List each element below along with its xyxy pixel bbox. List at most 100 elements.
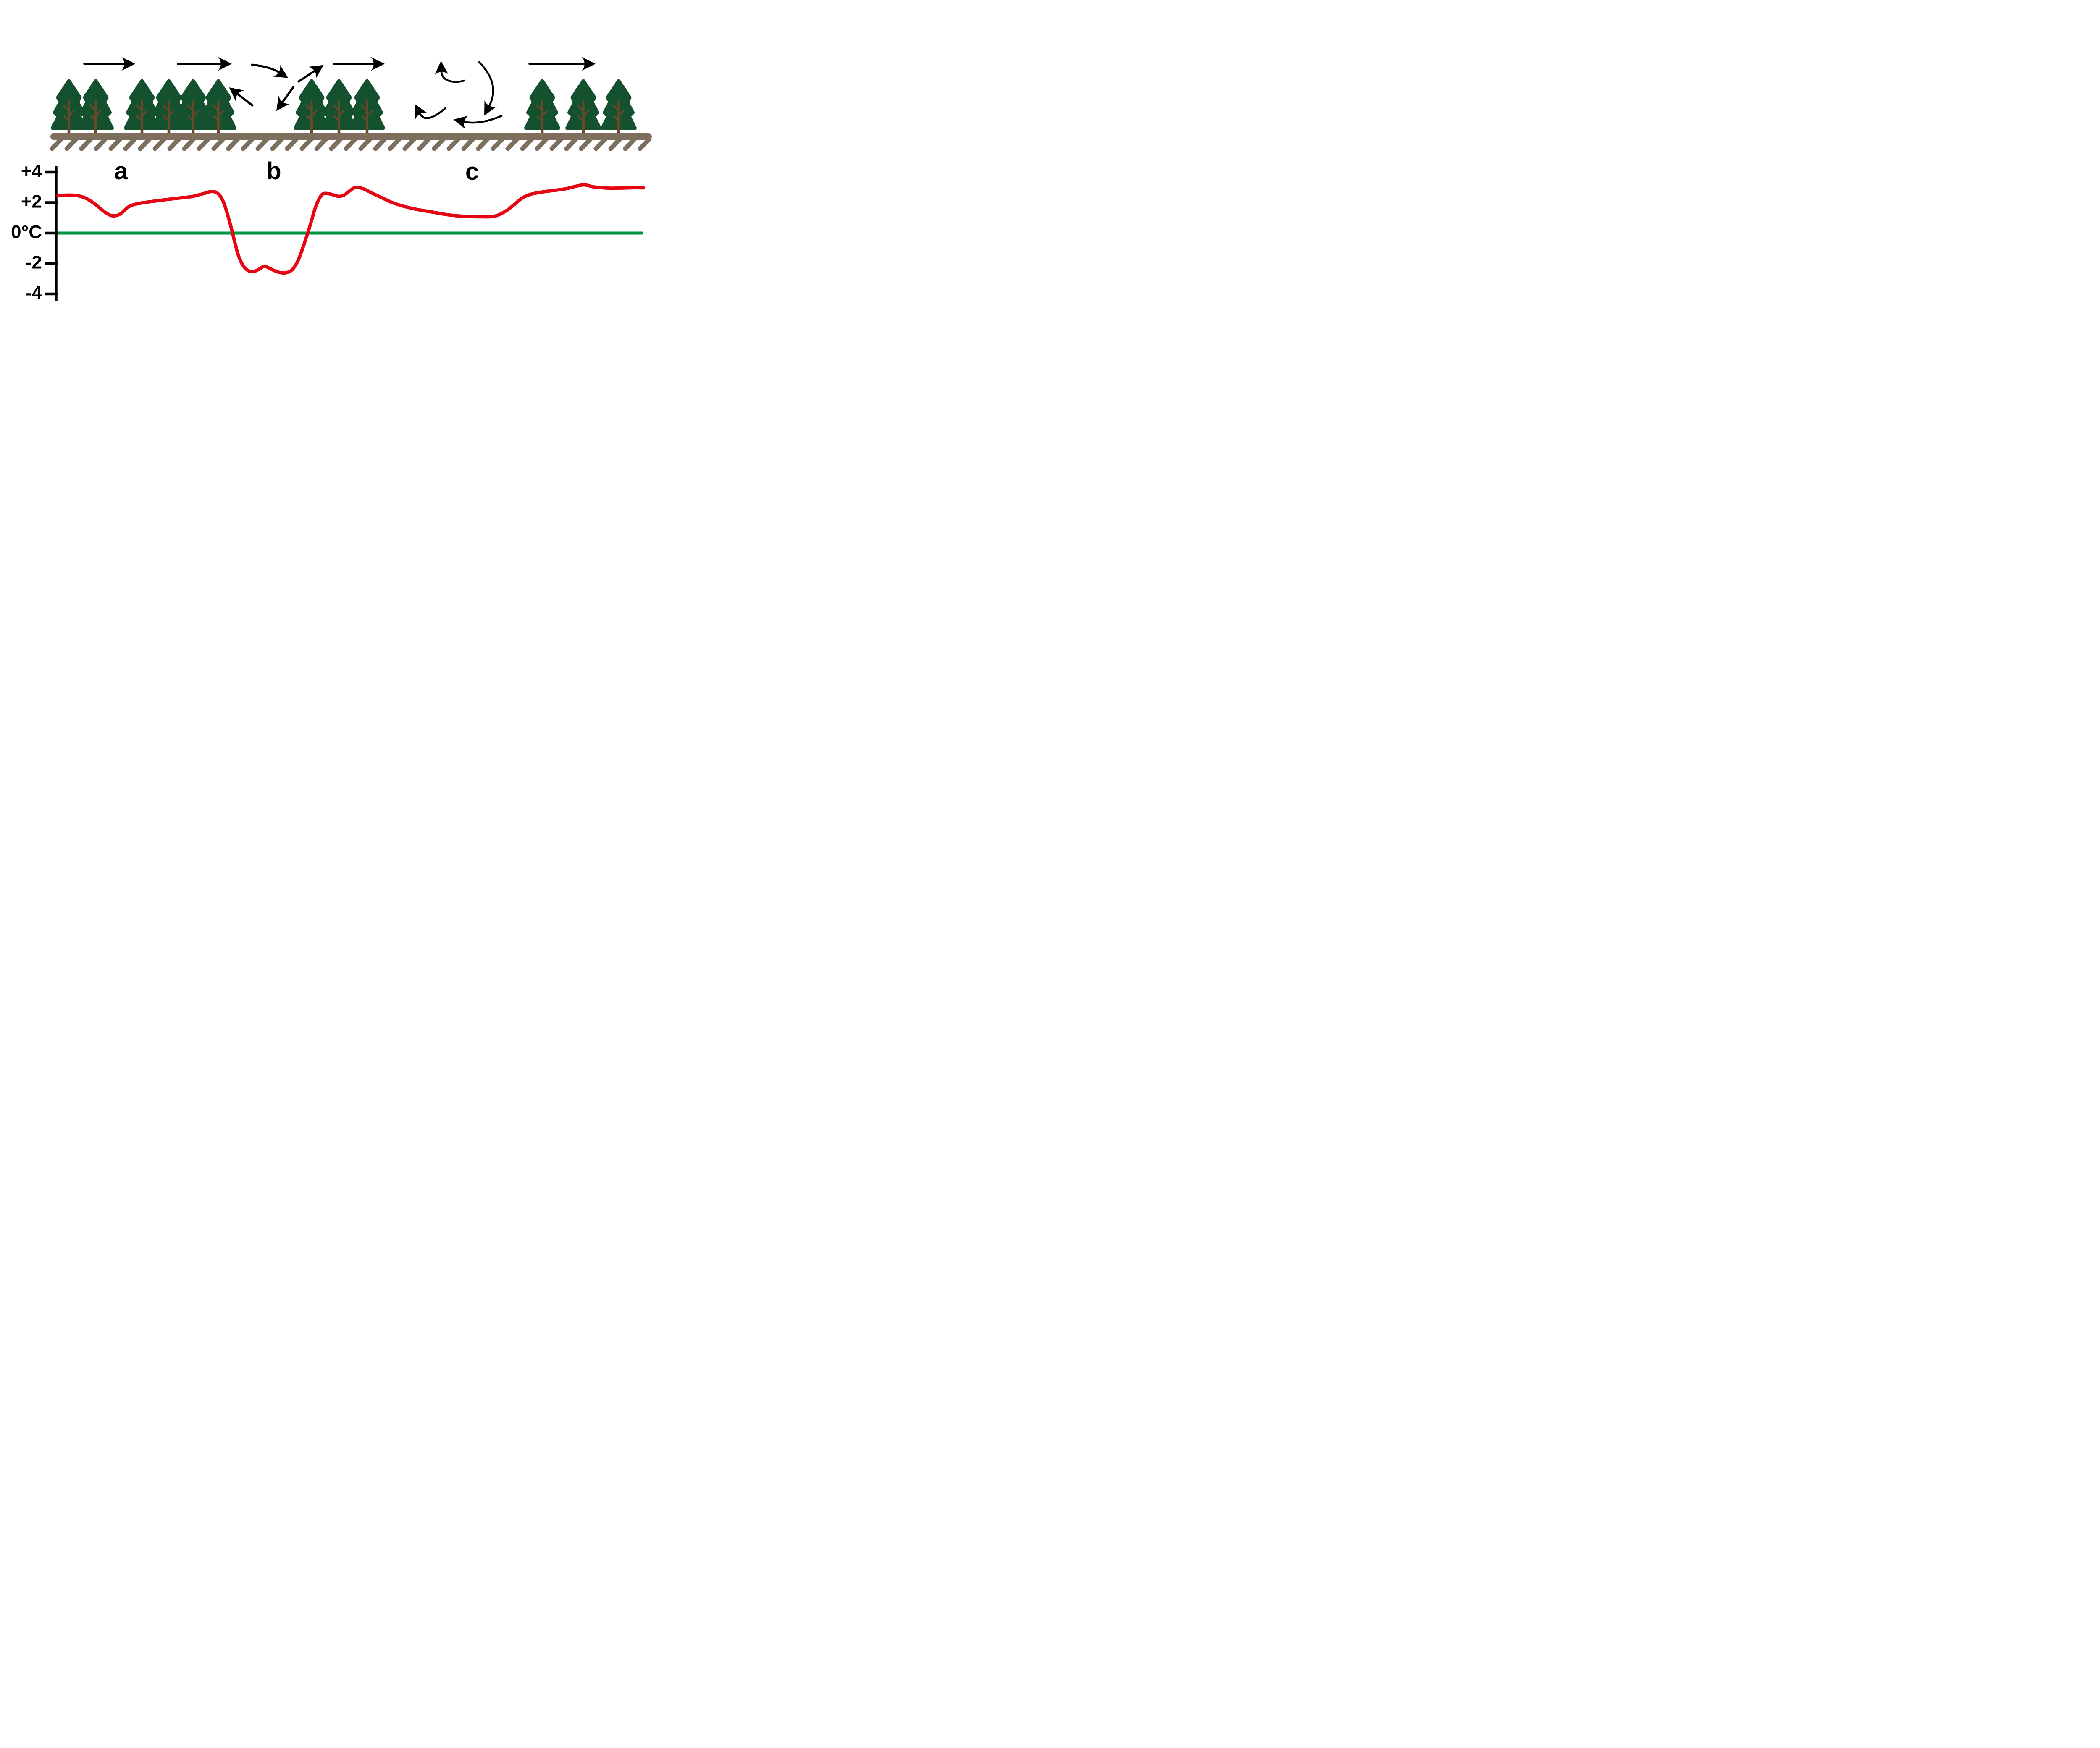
- ground-hatch-stroke: [549, 136, 564, 151]
- tree-branch: [311, 110, 317, 116]
- tree-branch: [63, 115, 69, 121]
- tree-branch: [163, 105, 169, 111]
- conifer-tree-icon: [51, 79, 87, 135]
- tree-branch: [577, 105, 584, 111]
- conifer-tree-icon: [294, 79, 330, 135]
- region-label-c: c: [465, 158, 479, 185]
- tree-branch: [142, 110, 147, 116]
- tree-trunk: [337, 100, 341, 135]
- ground-hatch-stroke: [593, 136, 608, 151]
- tree-branch: [361, 105, 368, 111]
- tree-branch: [612, 105, 619, 111]
- tree-branch: [188, 115, 194, 121]
- ground-hatch-stroke: [329, 136, 343, 151]
- tree-trunk: [192, 100, 195, 135]
- region-label-a: a: [114, 157, 128, 185]
- ground-hatch-stroke: [417, 136, 431, 151]
- ground-hatch-stroke: [623, 136, 637, 151]
- tree-trunk: [67, 100, 71, 135]
- ground-hatch-stroke: [373, 136, 387, 151]
- ground-hatch-stroke: [138, 136, 152, 151]
- tree-trunk: [617, 100, 620, 135]
- ground-hatch-stroke: [270, 136, 284, 151]
- tree-branch: [187, 105, 194, 111]
- ground-hatch-stroke: [108, 136, 123, 151]
- downdraft-arrow: [251, 63, 289, 78]
- conifer-tree-icon: [601, 79, 637, 135]
- conifer-tree-icon: [524, 79, 560, 135]
- tree-branch: [193, 110, 199, 116]
- near-surface-air-temperature-curve: [56, 183, 645, 275]
- eddy-top-arrow: [434, 61, 465, 83]
- ground-hatch-stroke: [123, 136, 137, 151]
- tree-branch: [163, 115, 169, 121]
- conifer-tree-icon: [321, 79, 357, 135]
- ground-hatch-stroke: [476, 136, 490, 151]
- region-label-b: b: [266, 157, 281, 185]
- tree-trunk: [167, 100, 171, 135]
- ground-hatch-stroke: [197, 136, 211, 151]
- ground-hatch-stroke: [491, 136, 505, 151]
- ground-hatch-stroke: [402, 136, 417, 151]
- tree-branch: [95, 110, 101, 116]
- eddy-bottom-arrow: [453, 115, 503, 129]
- conifer-tree-icon: [151, 79, 187, 135]
- tree-trunk: [310, 100, 313, 135]
- ground-hatch-stroke: [358, 136, 373, 151]
- eddy-left-arrow: [415, 104, 446, 120]
- ground: [50, 133, 652, 151]
- stand-a-left: [51, 79, 114, 135]
- ground-hatch-stroke: [638, 136, 652, 151]
- conifer-tree-icon: [200, 79, 236, 135]
- tree-branch: [578, 115, 584, 121]
- forest: [51, 79, 637, 135]
- region-labels: a b c: [114, 157, 479, 185]
- tree-branch: [305, 105, 312, 111]
- ground-hatch-stroke: [255, 136, 270, 151]
- ground-hatch-stroke: [608, 136, 622, 151]
- tree-branch: [213, 115, 219, 121]
- tree-branch: [542, 110, 548, 116]
- tree-branch: [136, 105, 142, 111]
- tree-branch: [618, 110, 624, 116]
- ground-hatch-stroke: [520, 136, 534, 151]
- stand-b: [294, 79, 385, 135]
- eddy-right-arrow: [478, 61, 497, 116]
- ground-hatch-stroke: [388, 136, 402, 151]
- conifer-tree-icon: [565, 79, 601, 135]
- tree-trunk: [582, 100, 585, 135]
- tree-branch: [168, 110, 174, 116]
- tree-branch: [333, 105, 339, 111]
- temperature-chart: +4+20°C-2-4: [11, 161, 645, 303]
- ground-hatch-stroke: [167, 136, 181, 151]
- tree-trunk: [217, 100, 220, 135]
- tree-branch: [63, 105, 69, 111]
- tree-branch: [537, 115, 543, 121]
- tree-trunk: [94, 100, 97, 135]
- ground-hatch-stroke: [535, 136, 549, 151]
- ground-hatch-stroke: [461, 136, 475, 151]
- tree-branch: [613, 115, 619, 121]
- y-tick-label: -2: [26, 252, 42, 273]
- ground-hatch-stroke: [314, 136, 328, 151]
- tree-branch: [333, 115, 339, 121]
- ground-hatch-stroke: [505, 136, 520, 151]
- tree-branch: [212, 105, 219, 111]
- tree-trunk: [365, 100, 369, 135]
- ground-hatch-stroke: [299, 136, 314, 151]
- y-tick-label: +4: [21, 161, 42, 181]
- ground-hatch-stroke: [211, 136, 226, 151]
- conifer-tree-icon: [175, 79, 211, 135]
- tree-branch: [339, 110, 344, 116]
- ground-hatch-stroke: [50, 136, 64, 151]
- descend-into-clearing-arrow: [276, 86, 294, 111]
- tree-branch: [367, 110, 373, 116]
- ground-hatch-stroke: [94, 136, 108, 151]
- ground-hatch-stroke: [79, 136, 93, 151]
- ground-hatch-stroke: [446, 136, 461, 151]
- tree-branch: [218, 110, 224, 116]
- ground-hatch-stroke: [344, 136, 358, 151]
- ground-hatch-stroke: [226, 136, 240, 151]
- y-tick-label: 0°C: [11, 222, 42, 242]
